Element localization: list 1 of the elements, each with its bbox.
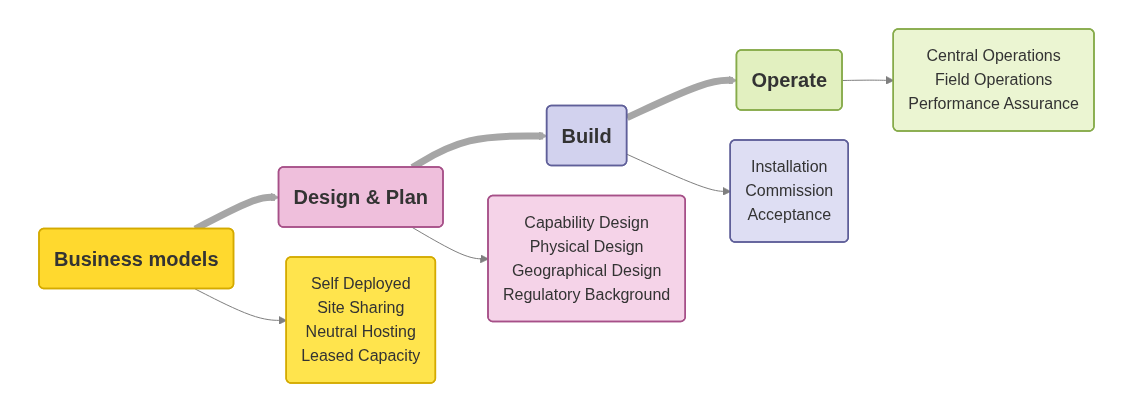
arrow [625, 75, 737, 121]
